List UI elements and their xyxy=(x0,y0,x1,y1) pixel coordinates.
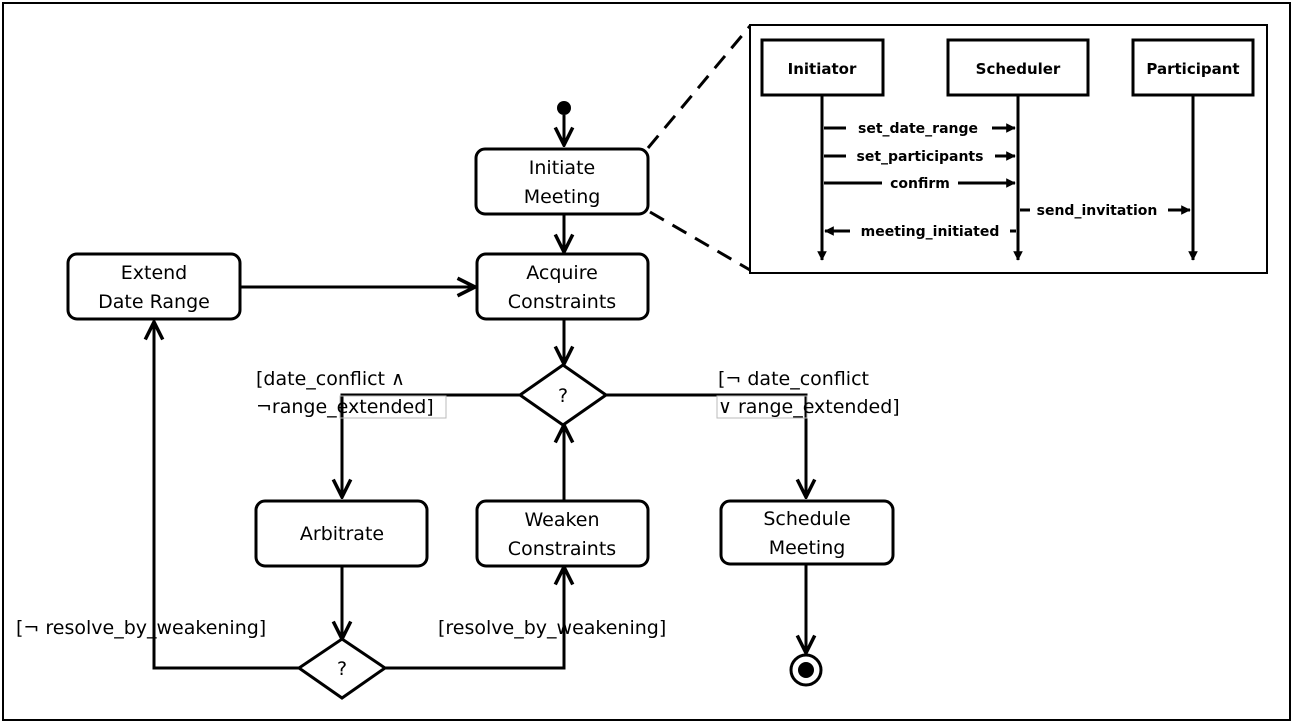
guard-right-underline xyxy=(716,395,808,419)
label-acquire-2: Constraints xyxy=(508,291,616,313)
label-initiate-2: Meeting xyxy=(524,186,601,208)
label-weaken-1: Weaken xyxy=(524,509,599,531)
label-schedule-1: Schedule xyxy=(763,508,850,530)
msg-set-participants: set_participants xyxy=(824,149,1016,165)
msg-send-invitation: send_invitation xyxy=(1020,203,1191,219)
lifeline-initiator-label: Initiator xyxy=(788,60,857,78)
decision-top: ? xyxy=(517,363,609,427)
lifeline-participant-label: Participant xyxy=(1146,60,1239,78)
edge-decision-arbitrate xyxy=(342,393,520,497)
zoom-line-top xyxy=(646,25,752,149)
label-acquire-1: Acquire xyxy=(526,262,598,284)
lifeline-scheduler-label: Scheduler xyxy=(976,60,1061,78)
node-extend-date-range: Extend Date Range xyxy=(66,252,242,321)
sequence-diagram: Initiator Scheduler Participant set_date… xyxy=(749,24,1268,274)
lifeline-scheduler: Scheduler xyxy=(946,38,1090,261)
msg-meeting-initiated: meeting_initiated xyxy=(824,224,1016,240)
node-arbitrate: Arbitrate xyxy=(254,499,429,568)
zoom-line-bottom xyxy=(649,210,751,272)
msg-confirm: confirm xyxy=(824,176,1016,192)
label-initiate-1: Initiate xyxy=(529,157,595,179)
guard-left-line1: [date_conflict ∧ xyxy=(256,368,405,390)
decision-bottom-label: ? xyxy=(337,658,347,680)
guard-resolve: [resolve_by_weakening] xyxy=(438,617,666,639)
msg-set-date-range-label: set_date_range xyxy=(858,121,978,137)
msg-confirm-label: confirm xyxy=(890,176,950,192)
initial-node xyxy=(557,101,571,115)
guard-right-line2: ∨ range_extended] xyxy=(718,396,900,418)
node-schedule-meeting: Schedule Meeting xyxy=(719,499,895,566)
decision-top-label: ? xyxy=(558,385,568,407)
node-acquire-constraints: Acquire Constraints xyxy=(475,252,650,321)
edge-decision-weaken xyxy=(385,567,564,670)
guard-not-resolve: [¬ resolve_by_weakening] xyxy=(16,617,266,639)
msg-meeting-initiated-label: meeting_initiated xyxy=(861,224,1000,240)
guard-left-line2: ¬range_extended] xyxy=(256,396,434,418)
decision-bottom: ? xyxy=(296,637,388,700)
edge-decision-extend xyxy=(154,322,299,670)
node-weaken-constraints: Weaken Constraints xyxy=(475,499,650,568)
msg-send-invitation-label: send_invitation xyxy=(1037,203,1158,219)
label-schedule-2: Meeting xyxy=(769,537,846,559)
node-initiate-meeting: Initiate Meeting xyxy=(474,147,650,216)
label-extend-2: Date Range xyxy=(98,291,210,313)
edge-decision-schedule xyxy=(606,393,806,497)
final-node xyxy=(789,653,823,687)
lifeline-initiator: Initiator xyxy=(760,38,885,261)
label-weaken-2: Constraints xyxy=(508,538,616,560)
msg-set-participants-label: set_participants xyxy=(857,149,984,165)
label-arbitrate: Arbitrate xyxy=(300,523,384,545)
guard-left-underline xyxy=(339,395,447,419)
guard-right-line1: [¬ date_conflict xyxy=(718,368,869,390)
lifeline-participant: Participant xyxy=(1131,38,1255,261)
label-extend-1: Extend xyxy=(121,262,188,284)
msg-set-date-range: set_date_range xyxy=(824,121,1016,137)
